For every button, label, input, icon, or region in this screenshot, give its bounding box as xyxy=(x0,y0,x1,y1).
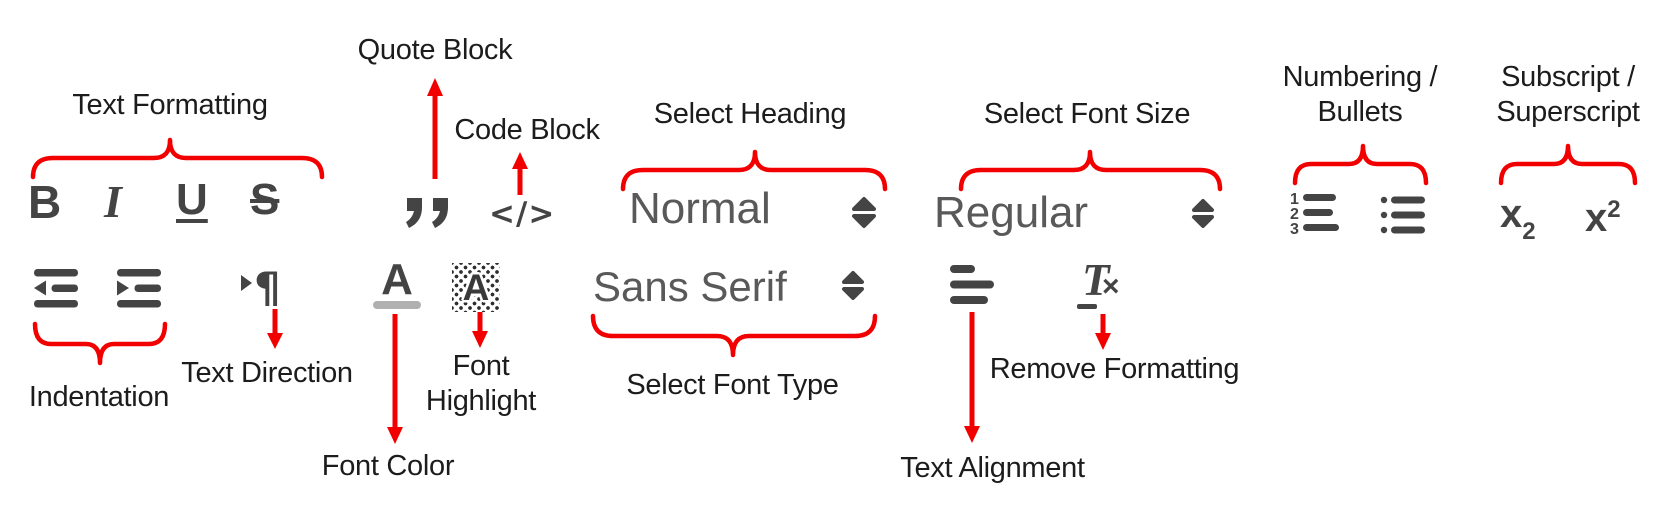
indentation-brace xyxy=(32,321,168,366)
select-heading-label: Select Heading xyxy=(653,98,847,130)
indent-icon[interactable] xyxy=(117,269,161,308)
clean-cross-icon: × xyxy=(1102,270,1120,303)
text-direction-button[interactable]: ¶ xyxy=(241,266,281,310)
remove-formatting-arrow xyxy=(1095,314,1111,350)
code-block-icon[interactable]: </> xyxy=(489,196,554,232)
subscript-button[interactable]: x2 xyxy=(1500,192,1536,246)
font-highlight-label: Font Highlight xyxy=(425,350,537,417)
font-type-select-arrows-icon[interactable] xyxy=(841,268,865,302)
code-open-bracket: < xyxy=(489,196,515,232)
quote-block-arrow xyxy=(427,78,443,179)
indentation-label: Indentation xyxy=(28,381,170,413)
font-size-select[interactable]: Regular xyxy=(934,188,1089,237)
svg-text:2: 2 xyxy=(1290,206,1299,223)
select-font-size-label: Select Font Size xyxy=(983,98,1191,130)
heading-select[interactable]: Normal xyxy=(629,184,771,233)
code-block-label: Code Block xyxy=(454,114,600,146)
font-highlight-button[interactable]: A xyxy=(452,263,500,312)
text-alignment-icon[interactable] xyxy=(950,265,994,306)
quote-block-icon[interactable] xyxy=(406,197,452,231)
superscript-button[interactable]: x2 xyxy=(1585,196,1621,241)
remove-formatting-button[interactable]: T × xyxy=(1076,255,1130,312)
select-heading-brace xyxy=(620,149,888,192)
font-highlight-letter: A xyxy=(462,267,490,308)
font-highlight-arrow xyxy=(472,312,488,348)
code-block-arrow xyxy=(512,152,528,195)
superscript-base: x xyxy=(1585,196,1608,240)
underline-button[interactable]: U xyxy=(176,175,208,224)
outdent-icon[interactable] xyxy=(34,269,78,308)
select-font-type-brace xyxy=(590,313,878,358)
font-color-letter: A xyxy=(381,255,413,304)
font-size-select-arrows-icon[interactable] xyxy=(1191,197,1215,229)
text-alignment-arrow xyxy=(964,312,980,443)
heading-select-arrows-icon[interactable] xyxy=(851,195,877,229)
text-formatting-brace xyxy=(30,137,325,180)
quote-block-label: Quote Block xyxy=(357,34,513,66)
text-direction-arrow xyxy=(267,309,283,349)
bullet-list-icon[interactable] xyxy=(1380,193,1426,235)
ordered-list-icon[interactable]: 1 2 3 xyxy=(1290,191,1344,236)
select-font-size-brace xyxy=(958,149,1223,192)
svg-text:3: 3 xyxy=(1290,221,1299,236)
text-formatting-label: Text Formatting xyxy=(72,89,268,121)
svg-text:1: 1 xyxy=(1290,191,1299,208)
bold-button[interactable]: B xyxy=(28,176,62,228)
font-color-bar xyxy=(373,301,421,309)
pilcrow-glyph: ¶ xyxy=(254,263,281,312)
code-slash: / xyxy=(515,196,528,232)
italic-button[interactable]: I xyxy=(104,176,122,227)
clean-letter: T xyxy=(1082,255,1110,305)
remove-formatting-label: Remove Formatting xyxy=(989,353,1240,385)
code-close-bracket: > xyxy=(528,196,555,232)
superscript-digit: 2 xyxy=(1607,196,1621,223)
text-alignment-label: Text Alignment xyxy=(900,452,1085,484)
subscript-superscript-label: Subscript / Superscript xyxy=(1496,61,1640,128)
font-color-arrow xyxy=(387,314,403,444)
numbering-bullets-label: Numbering / Bullets xyxy=(1282,61,1438,128)
font-color-label: Font Color xyxy=(321,450,455,482)
strikethrough-button[interactable]: S xyxy=(250,175,280,224)
subscript-base: x xyxy=(1500,192,1523,236)
font-color-button[interactable]: A xyxy=(370,255,424,309)
subscript-digit: 2 xyxy=(1522,218,1536,245)
clean-underline-bar xyxy=(1077,304,1097,309)
numbering-bullets-brace xyxy=(1292,143,1429,186)
text-direction-label: Text Direction xyxy=(181,357,353,389)
direction-triangle-icon xyxy=(241,275,252,291)
font-type-select[interactable]: Sans Serif xyxy=(593,263,787,310)
select-font-type-label: Select Font Type xyxy=(626,369,839,401)
subscript-superscript-brace xyxy=(1498,143,1638,186)
